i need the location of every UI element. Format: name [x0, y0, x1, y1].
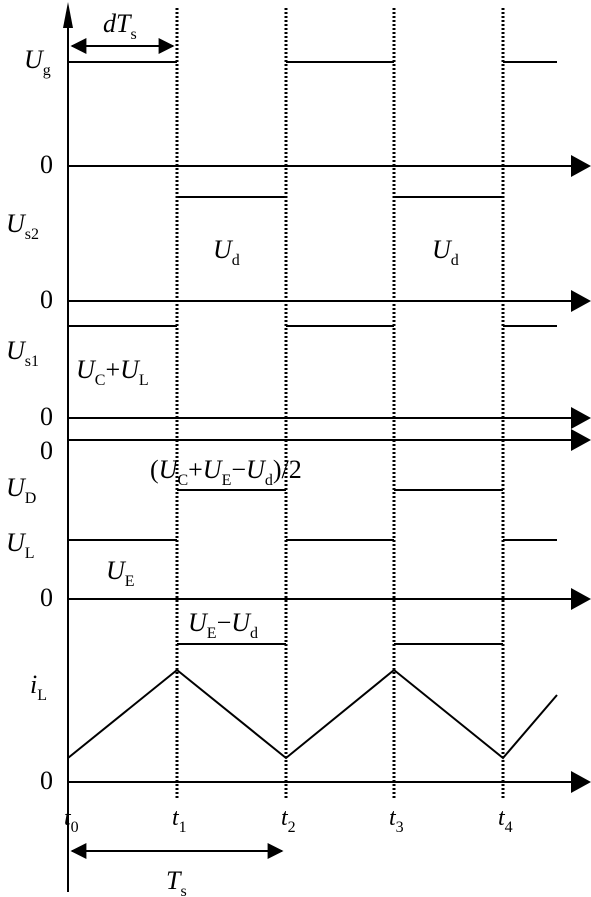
- time-label-t1: t1: [172, 805, 187, 836]
- label-us1: Us1: [6, 336, 39, 370]
- period-label: Ts: [166, 866, 187, 897]
- time-label-t4: t4: [498, 805, 513, 836]
- time-label-t3: t3: [389, 805, 404, 836]
- axis-arrowheads: [571, 155, 591, 793]
- zero-axes: [68, 165, 573, 783]
- label-ug: Ug: [24, 45, 51, 79]
- level-us2-ud-1: Ud: [213, 235, 240, 269]
- label-us2: Us2: [6, 209, 39, 243]
- level-us1: UC+UL: [76, 355, 149, 389]
- label-ud: UD: [6, 473, 36, 507]
- time-markers: [175, 8, 505, 800]
- il-triangle-wave: [67, 668, 558, 760]
- duty-label: dTs: [103, 9, 137, 43]
- zero-label-us1: 0: [40, 402, 53, 431]
- level-us2-ud-2: Ud: [432, 235, 459, 269]
- zero-label-ul: 0: [40, 583, 53, 612]
- level-ud: (UC+UE−Ud)/2: [150, 455, 302, 489]
- label-il: iL: [30, 670, 47, 704]
- level-ul-high: UE: [106, 556, 135, 590]
- zero-label-us2: 0: [40, 285, 53, 314]
- zero-label-ud: 0: [40, 436, 53, 465]
- time-label-t0: t0: [64, 805, 79, 836]
- level-ul-low: UE−Ud: [188, 608, 258, 642]
- time-label-t2: t2: [281, 805, 296, 836]
- zero-label-ug: 0: [40, 150, 53, 179]
- zero-label-il: 0: [40, 766, 53, 795]
- label-ul: UL: [6, 528, 35, 562]
- y-axis-arrowhead: [63, 2, 73, 28]
- waveform-traces: [67, 61, 558, 760]
